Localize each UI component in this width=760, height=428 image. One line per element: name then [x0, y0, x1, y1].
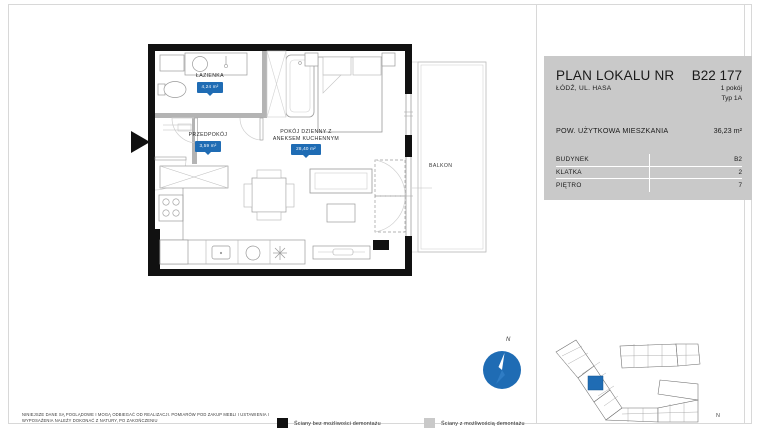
- room-area-hall: 3,59 m²: [194, 140, 222, 155]
- sheet-border: [8, 4, 752, 424]
- room-label-bathroom: ŁAZIENKA 4,24 m²: [178, 73, 242, 96]
- usable-area-label: POW. UŻYTKOWA MIESZKANIA: [556, 126, 669, 135]
- sheet-divider-right: [744, 4, 745, 424]
- entrance-arrow: [131, 131, 150, 153]
- sheet-divider-left: [536, 4, 537, 424]
- table-row: KLATKA 2: [556, 167, 742, 180]
- building-value: B2: [734, 156, 742, 164]
- legend-item-solid-walls: Ściany bez możliwości demontażu: [277, 418, 381, 428]
- usable-area-row: POW. UŻYTKOWA MIESZKANIA 36,23 m²: [556, 126, 742, 135]
- building-label: BUDYNEK: [556, 156, 589, 164]
- legend-item-removable-walls: Ściany z możliwością demontażu: [424, 418, 525, 428]
- room-label-balcony: BALKON: [429, 163, 453, 169]
- building-key-plan: [555, 339, 701, 423]
- room-name-bathroom: ŁAZIENKA: [196, 73, 224, 79]
- info-title-row: PLAN LOKALU NR B22 177: [556, 68, 742, 83]
- room-label-hall: PRZEDPOKÓJ 3,59 m²: [176, 132, 240, 155]
- unit-info-panel: PLAN LOKALU NR B22 177 ŁÓDŹ, UL. HASA 1 …: [544, 56, 752, 200]
- staircase-value: 2: [738, 168, 742, 176]
- room-area-bathroom: 4,24 m²: [196, 81, 224, 96]
- plan-title: PLAN LOKALU NR: [556, 68, 675, 83]
- room-name-living-1: POKÓJ DZIENNY Z: [280, 129, 332, 135]
- staircase-label: KLATKA: [556, 168, 582, 176]
- unit-address: ŁÓDŹ, UL. HASA: [556, 85, 612, 92]
- unit-type: Typ 1A: [721, 95, 742, 102]
- compass-icon: [483, 351, 521, 389]
- legend-label-removable: Ściany z możliwością demontażu: [441, 420, 525, 427]
- room-area-living: 28,40 m²: [291, 144, 321, 159]
- room-label-living: POKÓJ DZIENNY Z ANEKSEM KUCHENNYM 28,40 …: [258, 129, 354, 159]
- keyplan-highlighted-unit: [587, 375, 604, 391]
- legend-label-solid: Ściany bez możliwości demontażu: [294, 420, 381, 427]
- unit-rooms-count: 1 pokój: [720, 85, 742, 92]
- compass-north-label: N: [506, 337, 511, 343]
- disclaimer-text: NINIEJSZE DANE SĄ POGLĄDOWE I MOGĄ ODBIE…: [22, 412, 270, 424]
- keyplan-north-label: N: [716, 413, 720, 419]
- usable-area-value: 36,23 m²: [713, 126, 742, 135]
- room-name-living-2: ANEKSEM KUCHENNYM: [272, 135, 340, 142]
- floor-label: PIĘTRO: [556, 181, 582, 189]
- unit-type-block: 1 pokój Typ 1A: [721, 84, 742, 104]
- unit-location-table: BUDYNEK B2 KLATKA 2 PIĘTRO 7: [556, 154, 742, 192]
- floor-value: 7: [738, 181, 742, 189]
- table-row: PIĘTRO 7: [556, 179, 742, 192]
- legend-swatch-removable-icon: [424, 418, 435, 428]
- room-name-hall: PRZEDPOKÓJ: [188, 132, 228, 138]
- legend-swatch-solid-icon: [277, 418, 288, 428]
- unit-code: B22 177: [691, 68, 742, 83]
- table-row: BUDYNEK B2: [556, 154, 742, 167]
- compass-rose: N: [480, 337, 528, 393]
- table-divider: [649, 154, 650, 192]
